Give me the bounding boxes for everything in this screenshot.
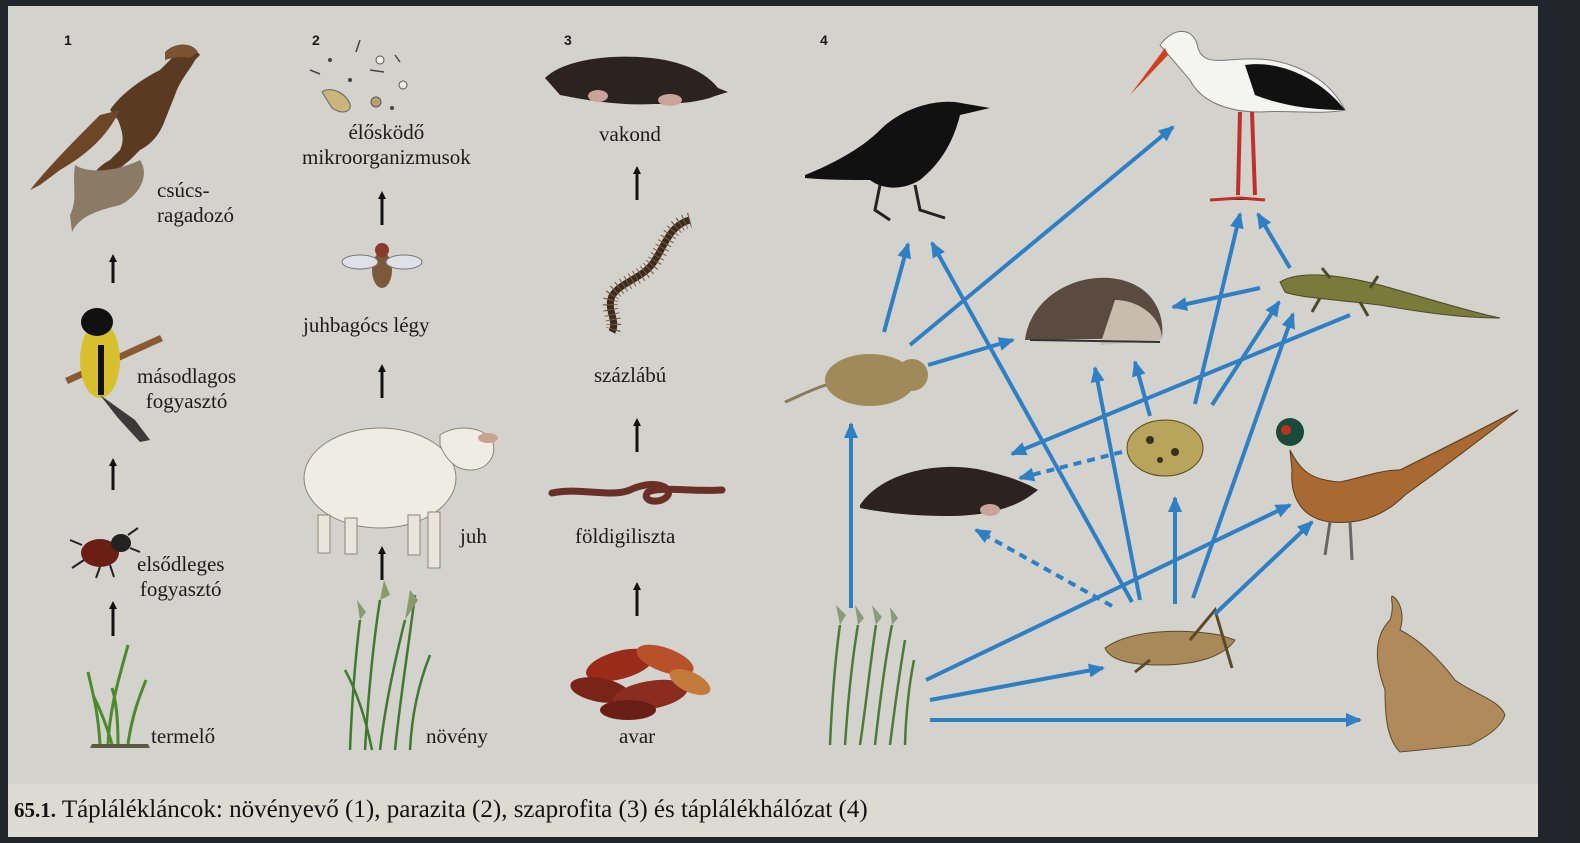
label-secondary-consumer: másodlagos fogyasztó [137, 364, 236, 414]
rook-icon [805, 102, 990, 220]
label-earthworm: földigiliszta [575, 524, 675, 549]
label-centipede: százlábú [594, 363, 666, 388]
mole-icon [545, 57, 728, 106]
centipede-icon [610, 220, 690, 332]
grass-plant-icon [345, 580, 430, 750]
fly-icon [342, 243, 422, 288]
label-line: másodlagos [137, 364, 236, 389]
leaf-litter-icon [568, 638, 714, 720]
hare-icon [1377, 596, 1505, 752]
label-parasitic-microorganisms: élősködő mikroorganizmusok [302, 120, 471, 170]
label-line: élősködő [302, 120, 471, 145]
microorganisms-icon [310, 40, 407, 112]
label-apex-predator: csúcs- ragadozó [157, 178, 234, 228]
label-plant: növény [426, 724, 488, 749]
label-primary-consumer: elsődleges fogyasztó [137, 552, 224, 602]
grass-icon [88, 645, 150, 748]
label-mole: vakond [599, 122, 661, 147]
grasshopper-icon [1105, 610, 1235, 672]
label-line: mikroorganizmusok [302, 145, 471, 170]
label-leaf-litter: avar [619, 724, 655, 749]
beetle-icon [70, 528, 140, 578]
meadow-plants-icon [830, 605, 914, 745]
figure-caption: 65.1. Táplálékláncok: növényevő (1), par… [14, 796, 868, 824]
caption-number: 65.1. [14, 798, 56, 822]
label-line: csúcs- [157, 178, 234, 203]
label-line: fogyasztó [137, 577, 224, 602]
mole-web-icon [860, 467, 1038, 516]
label-line: fogyasztó [137, 389, 236, 414]
hedgehog-icon [1025, 278, 1162, 345]
caption-text: Táplálékláncok: növényevő (1), parazita … [62, 796, 868, 823]
lizard-icon [1280, 268, 1500, 318]
label-line: ragadozó [157, 203, 234, 228]
label-sheep: juh [460, 524, 487, 549]
stork-icon [1130, 31, 1345, 200]
vole-icon [785, 354, 928, 406]
toad-icon [1127, 420, 1203, 476]
label-line: elsődleges [137, 552, 224, 577]
label-sheep-botfly: juhbagócs légy [303, 313, 430, 338]
pheasant-icon [1276, 410, 1518, 560]
label-producer: termelő [151, 724, 215, 749]
earthworm-icon [552, 485, 722, 502]
